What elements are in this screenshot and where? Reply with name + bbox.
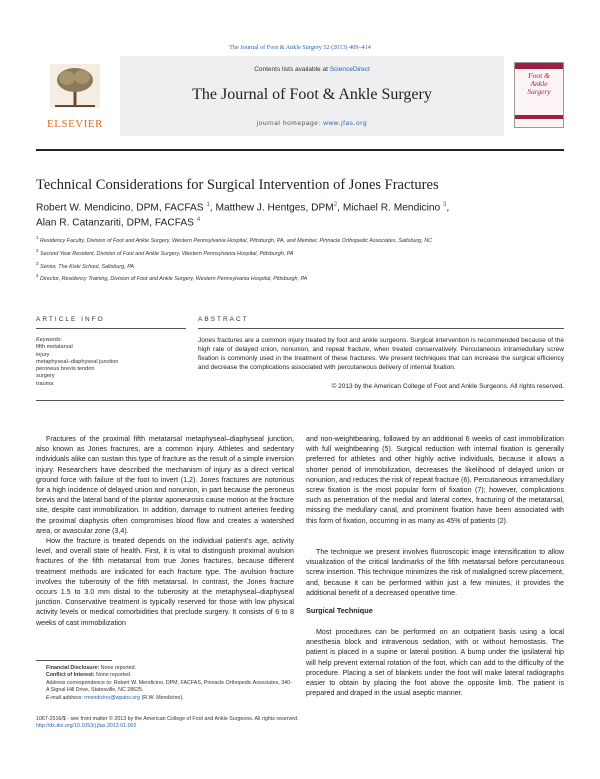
financial-text: None reported. — [99, 665, 137, 671]
publisher-name: ELSEVIER — [47, 118, 103, 130]
author-4: Alan R. Catanzariti, DPM, FACFAS — [36, 217, 194, 229]
conflict-text: None reported. — [94, 672, 132, 679]
affil-marker: 2 — [36, 247, 39, 253]
elsevier-tree-icon — [50, 64, 100, 108]
author-3-affil[interactable]: 3 — [443, 202, 447, 208]
body-left-column: Fractures of the proximal fifth metatars… — [36, 434, 294, 536]
author-sep: , — [446, 202, 450, 214]
homepage-link[interactable]: www.jfas.org — [323, 120, 368, 127]
journal-title: The Journal of Foot & Ankle Surgery — [192, 86, 432, 103]
affil-text: Second Year Resident, Division of Foot a… — [40, 250, 294, 257]
bottom-meta: 1067-2516/$ - see front matter © 2013 by… — [36, 716, 336, 731]
author-list: Robert W. Mendicino, DPM, FACFAS 1, Matt… — [36, 199, 564, 230]
homepage-line: journal homepage: www.jfas.org — [120, 120, 504, 127]
conflict-label: Conflict of Interest: — [46, 672, 95, 679]
journal-reference: The Journal of Foot & Ankle Surgery 52 (… — [229, 44, 371, 51]
affil-text: Senior, The Kiski School, Saltsburg, PA — [40, 263, 134, 270]
keyword: fifth metatarsal — [36, 344, 73, 351]
affil-marker: 1 — [36, 235, 39, 240]
affil-text: Director, Residency Training, Division o… — [40, 276, 308, 283]
financial-disclosure: Financial Disclosure: None reported. — [36, 665, 294, 672]
body-left-column-p2: How the fracture is treated depends on t… — [36, 536, 294, 628]
author-4-affil[interactable]: 4 — [196, 217, 201, 224]
section-heading: Surgical Technique — [306, 606, 373, 615]
footnote-rule — [36, 660, 112, 661]
sciencedirect-link[interactable]: ScienceDirect — [329, 66, 370, 73]
body-right-column-p3: Most procedures can be performed on an o… — [306, 627, 564, 698]
keyword: trauma — [36, 380, 54, 387]
journal-box: Contents lists available at ScienceDirec… — [120, 56, 504, 136]
journal-header: ELSEVIER Contents lists available at Sci… — [36, 56, 564, 136]
affil-marker: 4 — [36, 273, 39, 279]
cover-top-band — [515, 63, 563, 69]
abstract-heading: ABSTRACT — [198, 316, 249, 323]
affiliation: 1 Residency Faculty, Division of Foot an… — [36, 233, 564, 246]
email-link[interactable]: rmendicino@wpahs.org — [84, 694, 141, 701]
body-right-column: and non-weightbearing, followed by an ad… — [306, 434, 564, 526]
author-1-affil[interactable]: 1 — [206, 202, 210, 208]
affiliation: 2 Second Year Resident, Division of Foot… — [36, 246, 564, 259]
author-1: Robert W. Mendicino, DPM, FACFAS — [36, 202, 204, 214]
homepage-prefix: journal homepage: — [256, 120, 324, 127]
affil-text: Residency Faculty, Division of Foot and … — [40, 237, 433, 244]
elsevier-logo: ELSEVIER — [36, 56, 114, 136]
keywords-label: Keywords: — [36, 337, 63, 343]
issn-line: 1067-2516/$ - see front matter © 2013 by… — [36, 716, 299, 722]
body-right-column-p2: The technique we present involves fluoro… — [306, 547, 564, 598]
keyword: metaphyseal–diaphyseal junction — [36, 358, 119, 365]
abstract-bottom-rule — [36, 400, 564, 401]
article-info-rule — [36, 328, 186, 329]
author-3: Michael R. Mendicino — [342, 202, 441, 214]
affiliations: 1 Residency Faculty, Division of Foot an… — [36, 233, 564, 284]
body-paragraph: How the fracture is treated depends on t… — [36, 537, 294, 627]
body-paragraph: and non-weightbearing, followed by an ad… — [306, 435, 564, 525]
header-rule — [36, 149, 564, 151]
keyword: peroneus brevis tendon — [36, 366, 95, 373]
contents-prefix: Contents lists available at — [254, 66, 330, 73]
cover-title-line-1: Foot & — [528, 71, 550, 80]
correspondence-address: Address correspondence to: Robert W. Men… — [46, 679, 292, 694]
email-label: E-mail address: — [46, 694, 83, 701]
journal-cover-thumbnail: Foot & Ankle Surgery — [514, 62, 564, 128]
conflict-of-interest: Conflict of Interest: None reported. — [36, 672, 294, 679]
email-line: E-mail address: rmendicino@wpahs.org (R.… — [36, 695, 294, 702]
author-sep: , — [209, 202, 216, 214]
body-paragraph: The technique we present involves fluoro… — [306, 548, 564, 597]
doi-link[interactable]: http://dx.doi.org/10.1053/j.jfas.2013.01… — [36, 723, 137, 730]
affiliation: 4 Director, Residency Training, Division… — [36, 271, 564, 284]
author-2: Matthew J. Hentges, DPM — [215, 202, 334, 214]
article-info-heading: ARTICLE INFO — [36, 316, 105, 323]
keyword: injury — [36, 351, 50, 358]
keywords-block: Keywords: fifth metatarsal injury metaph… — [36, 337, 186, 388]
article-title: Technical Considerations for Surgical In… — [36, 177, 439, 193]
contents-line: Contents lists available at ScienceDirec… — [120, 66, 504, 73]
body-paragraph: Most procedures can be performed on an o… — [306, 628, 564, 698]
cover-title-line-3: Surgery — [527, 87, 551, 96]
author-2-affil[interactable]: 2 — [333, 202, 338, 208]
keyword: surgery — [36, 373, 55, 380]
cover-title-line-2: Ankle — [530, 79, 548, 88]
affiliation: 3 Senior, The Kiski School, Saltsburg, P… — [36, 259, 564, 272]
body-paragraph: Fractures of the proximal fifth metatars… — [36, 435, 294, 535]
email-suffix: (R.W. Mendicino). — [140, 694, 184, 701]
footnotes: Financial Disclosure: None reported. Con… — [36, 665, 294, 702]
cover-stripe — [515, 115, 563, 119]
abstract-text: Jones fractures are a common injury trea… — [198, 337, 564, 371]
copyright-line: © 2013 by the American College of Foot a… — [331, 383, 564, 390]
cover-title: Foot & Ankle Surgery — [515, 72, 563, 96]
affil-marker: 3 — [36, 260, 39, 266]
author-sep: , — [337, 202, 343, 214]
financial-label: Financial Disclosure: — [46, 665, 100, 671]
abstract-rule — [198, 328, 564, 329]
